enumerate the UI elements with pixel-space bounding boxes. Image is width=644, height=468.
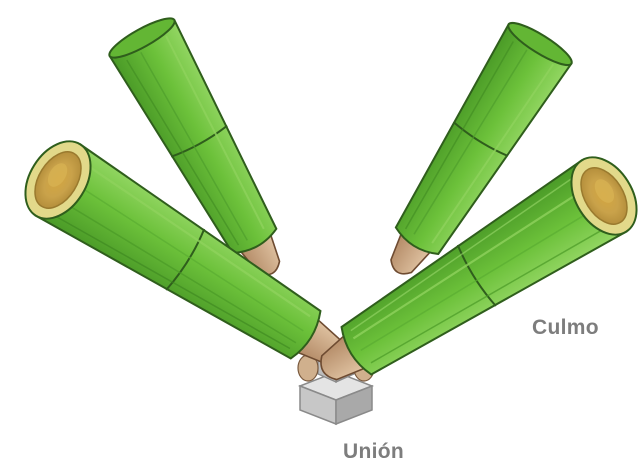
union-label: Unión (343, 440, 404, 464)
culmo-label: Culmo (532, 316, 599, 340)
